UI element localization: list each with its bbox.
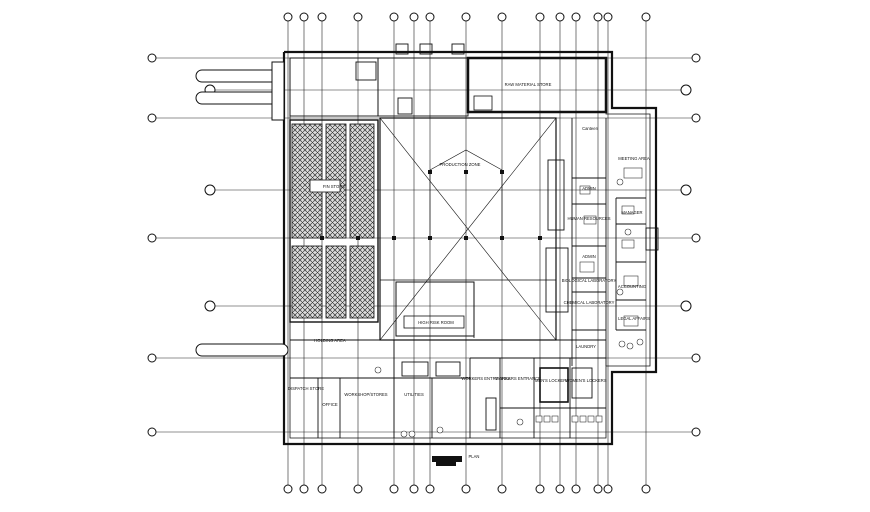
label-accounting: ACCOUNTING — [618, 284, 646, 289]
label-workshop: WORKSHOP/STORES — [344, 392, 387, 397]
label-legal-affairs: LEGAL AFFAIRS — [618, 316, 650, 321]
production-zone-walls — [379, 117, 557, 341]
label-human-resources: HUMAN RESOURCES — [567, 216, 610, 221]
label-finished-store: FIN STORE — [323, 184, 345, 189]
label-office: OFFICE — [322, 402, 338, 407]
grid-lines — [152, 18, 696, 488]
storage-racking — [289, 119, 379, 323]
label-production-zone: PRODUCTION ZONE — [440, 162, 481, 167]
label-workers-entrance-b: WORKERS ENTRANCE — [495, 376, 541, 381]
label-admin-1: ADMIN — [582, 186, 596, 191]
structural-columns — [320, 170, 542, 240]
label-canteen: Canteen — [582, 126, 599, 131]
bottom-wing-walls — [290, 339, 606, 438]
room-labels: RAW MATERIAL STORE PRODUCTION ZONE FIN S… — [288, 82, 650, 459]
admin-wing-walls — [545, 118, 659, 366]
label-manager: MANAGER — [621, 210, 642, 215]
label-admin-2: ADMIN — [582, 254, 596, 259]
bottom-fixtures — [374, 366, 603, 438]
label-utilities: UTILITIES — [404, 392, 424, 397]
label-womens-lockers: WOMEN'S LOCKERS — [565, 378, 606, 383]
label-mens-lockers: MEN'S LOCKERS — [535, 378, 569, 383]
label-chemical-laboratory: CHEMICAL LABORATORY — [564, 300, 615, 305]
raw-material-store-line: RAW MATERIAL STORE — [505, 82, 552, 87]
grid-bubbles — [147, 12, 701, 494]
external-tanks — [195, 61, 289, 357]
label-biological-laboratory: BIOLOGICAL LABORATORY — [562, 278, 617, 283]
label-holding-area: HOLDING AREA — [314, 338, 346, 343]
label-meeting-area: MEETING AREA — [618, 156, 650, 161]
label-high-risk-room: HIGH RISK ROOM — [418, 320, 454, 325]
label-raw-material-store: RAW MATERIAL STORE — [505, 82, 552, 87]
plan-title-block — [432, 456, 462, 466]
admin-furniture — [579, 167, 644, 350]
label-dispatch-store: DISPATCH STORE — [288, 386, 324, 391]
top-service-rooms — [289, 43, 469, 117]
label-plan: PLAN — [469, 454, 480, 459]
label-laundry: LAUNDRY — [576, 344, 596, 349]
label-workers-entrance-a: WORKERS ENTRY AREA — [461, 376, 510, 381]
